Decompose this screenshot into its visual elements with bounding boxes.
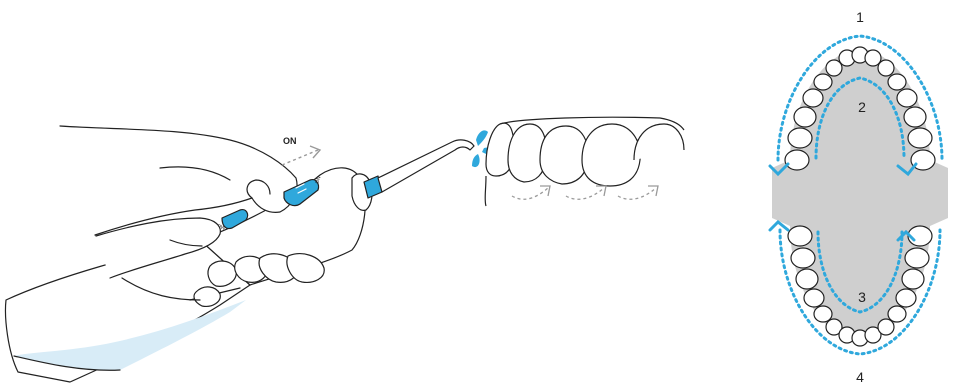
- zone-label-3: 3: [858, 289, 866, 305]
- zone-label-2: 2: [858, 99, 866, 115]
- teeth-profile: [485, 117, 684, 206]
- flosser-tip: [378, 140, 474, 192]
- dental-arch-diagram: 1 2 3 4: [770, 9, 948, 384]
- zone-label-4: 4: [856, 369, 864, 384]
- on-direction-arrow: [282, 146, 320, 165]
- teeth-movement-arrows: [512, 186, 658, 199]
- water-flosser-illustration: ON LOW: [6, 126, 497, 382]
- zone-label-1: 1: [856, 9, 864, 25]
- on-label: ON: [283, 136, 297, 146]
